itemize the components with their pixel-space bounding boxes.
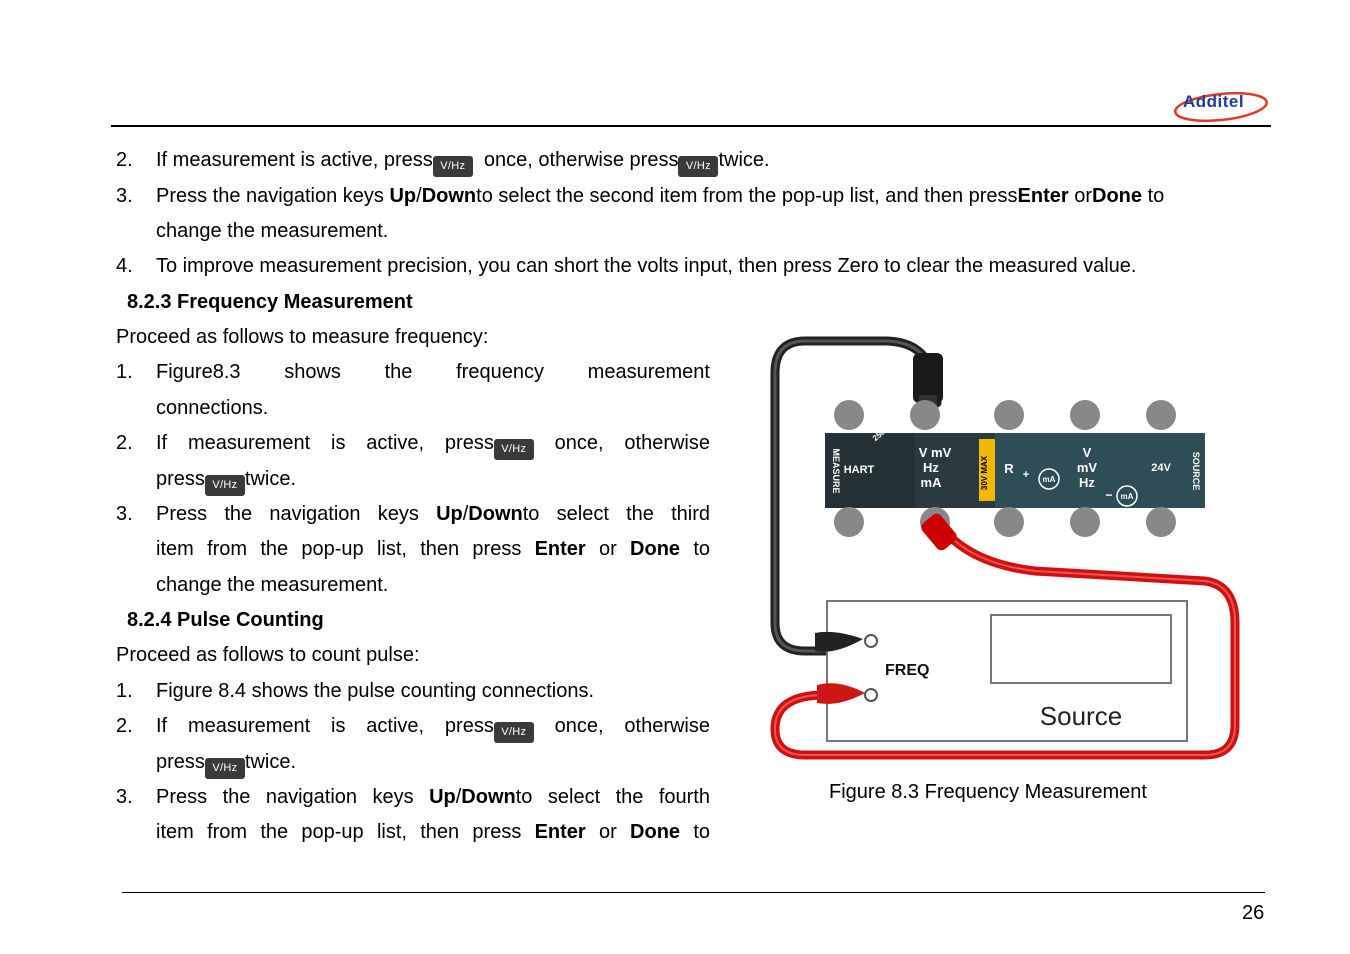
list-number: 2.	[116, 715, 133, 737]
list-item-text: Figure 8.4 shows the pulse counting conn…	[156, 680, 595, 702]
svg-text:MEASURE: MEASURE	[831, 448, 841, 493]
black-plug	[913, 353, 943, 403]
list-item-3-text: Press the navigation keys Up/Downto sele…	[156, 185, 1165, 207]
list-number: 2.	[116, 149, 133, 171]
page-number: 26	[1242, 902, 1265, 924]
svg-text:Source: Source	[1040, 701, 1122, 731]
svg-text:Hz: Hz	[1079, 475, 1095, 490]
svg-text:+: +	[1023, 469, 1029, 481]
list-number: 1.	[116, 680, 133, 702]
list-item-4-text: To improve measurement precision, you ca…	[156, 255, 1137, 277]
red-plug	[921, 513, 957, 551]
vhz-key-icon: V/Hz	[204, 758, 245, 779]
device-display	[990, 614, 1172, 684]
svg-text:R: R	[1004, 461, 1014, 476]
section-intro: Proceed as follows to count pulse:	[116, 644, 420, 666]
vhz-key-icon: V/Hz	[493, 722, 534, 743]
svg-text:Hz: Hz	[923, 460, 939, 475]
svg-text:mA: mA	[1043, 475, 1056, 484]
ma-meter-icon	[1038, 468, 1060, 490]
vhz-key-icon: V/Hz	[678, 156, 719, 177]
red-clip	[817, 683, 865, 704]
additel-logo: Additel	[1173, 90, 1269, 124]
svg-text:SOURCE: SOURCE	[1191, 452, 1201, 491]
top-terminals	[834, 400, 1176, 430]
list-item-continuation: change the measurement.	[156, 574, 389, 596]
svg-text:24V: 24V	[1151, 462, 1171, 474]
bottom-terminals	[834, 507, 1176, 537]
svg-text:mA: mA	[1121, 492, 1134, 501]
list-number: 3.	[116, 185, 133, 207]
svg-text:mV: mV	[1077, 460, 1098, 475]
list-item-continuation: connections.	[156, 397, 269, 419]
svg-text:V mV: V mV	[919, 445, 952, 460]
list-number: 4.	[116, 255, 133, 277]
svg-text:HART: HART	[844, 464, 875, 476]
vhz-key-icon: V/Hz	[204, 475, 245, 496]
logo-text: Additel	[1183, 92, 1245, 111]
list-item-3-continuation: change the measurement.	[156, 220, 389, 242]
svg-text:V: V	[1083, 445, 1092, 460]
list-number: 3.	[116, 786, 133, 808]
footer-rule	[122, 892, 1265, 893]
section-heading-8-2-4: 8.2.4 Pulse Counting	[127, 609, 324, 631]
list-number: 3.	[116, 503, 133, 525]
header-rule	[111, 125, 1271, 127]
vhz-key-icon: V/Hz	[493, 439, 534, 460]
section-heading-8-2-3: 8.2.3 Frequency Measurement	[127, 291, 413, 313]
svg-text:mA: mA	[921, 475, 943, 490]
frequency-measurement-figure: 30V MAX MEASURE HART 250Ω V mV Hz mA R +…	[765, 333, 1245, 765]
warning-strip	[979, 439, 995, 501]
ma-meter-icon	[1116, 485, 1138, 507]
freq-terminal	[864, 688, 878, 702]
section-intro: Proceed as follows to measure frequency:	[116, 326, 489, 348]
figure-caption: Figure 8.3 Frequency Measurement	[829, 781, 1147, 803]
freq-terminal	[864, 634, 878, 648]
list-number: 1.	[116, 361, 133, 383]
svg-text:30V MAX: 30V MAX	[980, 455, 989, 490]
black-clip	[815, 631, 863, 652]
list-number: 2.	[116, 432, 133, 454]
connection-diagram: 30V MAX MEASURE HART 250Ω V mV Hz mA R +…	[770, 336, 1240, 760]
svg-text:−: −	[1105, 488, 1112, 502]
svg-text:FREQ: FREQ	[885, 662, 929, 679]
vhz-key-icon: V/Hz	[432, 156, 473, 177]
